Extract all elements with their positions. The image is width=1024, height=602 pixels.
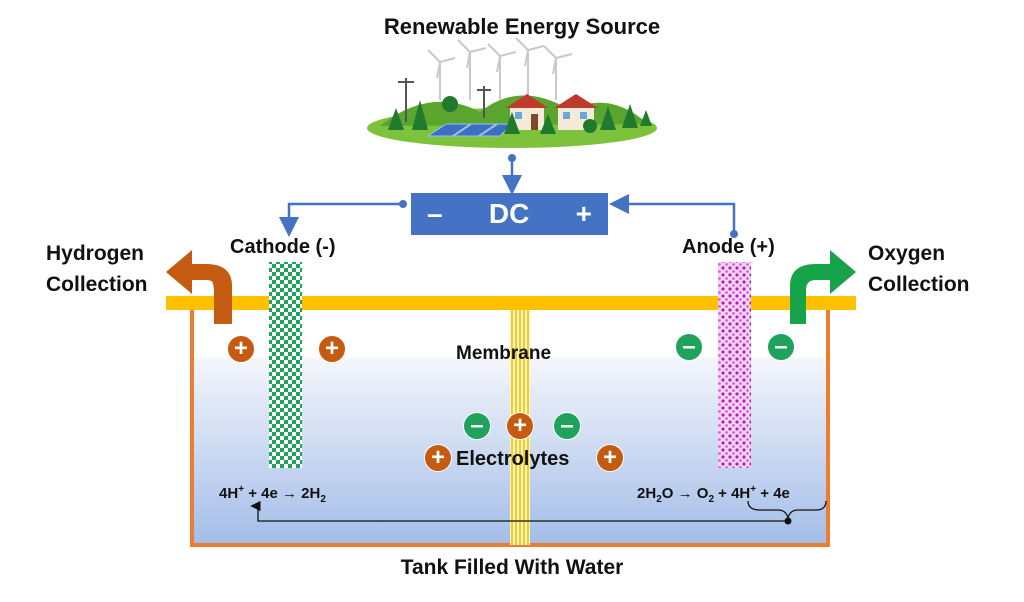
dc-minus-terminal: – [427, 198, 443, 229]
eq-term: 2H [296, 485, 321, 502]
eq-term: 2H [637, 485, 657, 502]
positive-ion: + [424, 444, 452, 472]
eq-subscript: 2 [708, 494, 714, 505]
electrolytes-label: Electrolytes [456, 448, 570, 470]
tank-label: Tank Filled With Water [400, 556, 624, 579]
anode-label: Anode (+) [682, 236, 775, 258]
eq-arrow: → [281, 485, 297, 502]
electron-return-line [250, 500, 792, 525]
eq-arrow: → [677, 485, 693, 502]
hydrogen-line2: Collection [46, 273, 148, 296]
cathode-electrode [269, 262, 302, 468]
dc-plus-terminal: + [575, 198, 592, 229]
dc-wiring [279, 154, 738, 238]
negative-ion: – [675, 333, 703, 361]
anode-equation: 2H2O → O2 + 4H+ + 4e [637, 484, 790, 505]
positive-ion: + [506, 412, 534, 440]
eq-term: + 4H [714, 485, 751, 502]
oxygen-collection-label: Oxygen Collection [868, 238, 970, 300]
eq-subscript: 2 [320, 494, 326, 505]
anode-electrode [718, 262, 751, 468]
oxygen-line1: Oxygen [868, 242, 946, 265]
eq-term: + 4e [756, 485, 790, 502]
positive-ion: + [318, 335, 346, 363]
negative-ion: – [553, 412, 581, 440]
dc-label: DC [488, 198, 530, 229]
diagram-title: Renewable Energy Source [383, 14, 661, 39]
dc-power-supply: – DC + [411, 193, 608, 235]
tank-lid [166, 296, 856, 310]
eq-superscript: + [238, 484, 245, 495]
hydrogen-collection-label: Hydrogen Collection [46, 238, 148, 300]
oxygen-line2: Collection [868, 273, 970, 296]
eq-superscript: + [750, 484, 757, 495]
negative-ion: – [767, 333, 795, 361]
eq-subscript: 2 [656, 494, 662, 505]
eq-term: 4H [219, 485, 239, 502]
renewable-landscape-illustration [367, 37, 657, 148]
positive-ion: + [596, 444, 624, 472]
positive-ion: + [227, 335, 255, 363]
negative-ion: – [463, 412, 491, 440]
hydrogen-arrow-body [166, 250, 232, 324]
hydrogen-line1: Hydrogen [46, 242, 145, 265]
eq-term: + 4e [244, 485, 282, 502]
oxygen-arrow [790, 250, 856, 324]
cathode-equation: 4H+ + 4e → 2H2 [219, 484, 326, 505]
eq-term: O [661, 485, 678, 502]
eq-term: O [692, 485, 709, 502]
membrane-label: Membrane [456, 343, 552, 364]
cathode-label: Cathode (-) [230, 236, 336, 258]
